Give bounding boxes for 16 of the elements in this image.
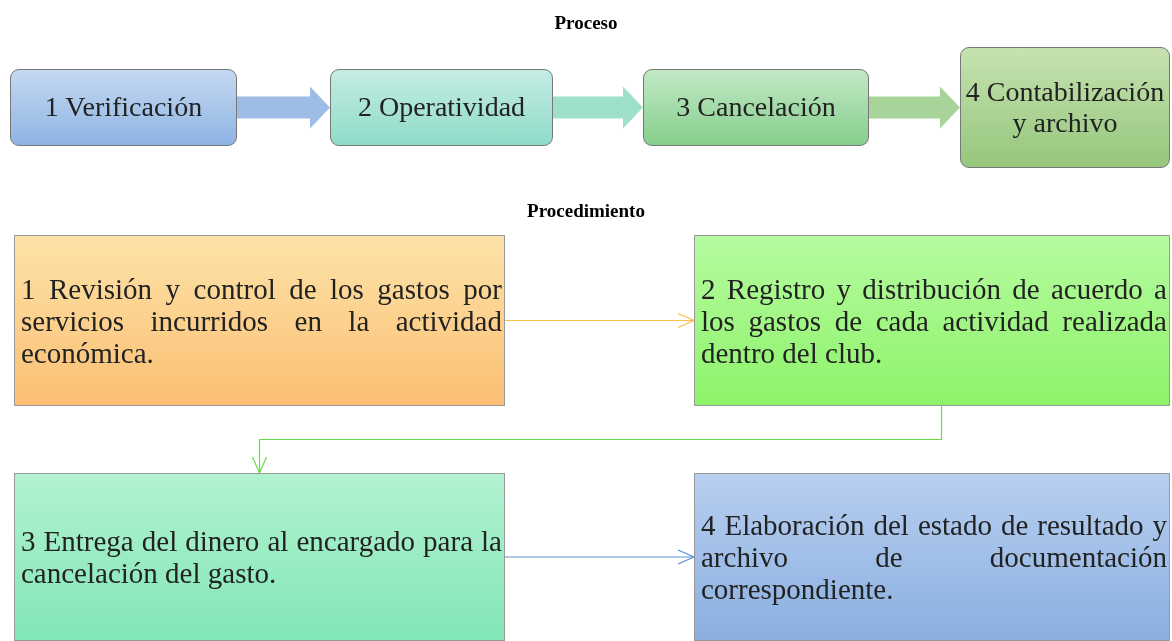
process-box: 3 Cancelación: [643, 69, 869, 146]
arrow: [251, 405, 943, 474]
process-box: 4 Contabilización y archivo: [960, 47, 1170, 168]
step-box: 3 Entrega del dinero al encargado para la cancelación del gasto.: [14, 473, 505, 641]
block-arrow: [553, 86, 643, 129]
step-box: 4 Elaboración del estado de resultado y archivo de documentación correspondiente.: [694, 473, 1170, 641]
block-arrow: [869, 86, 960, 129]
process-box: 1 Verificación: [10, 69, 237, 146]
process-box: 2 Operatividad: [330, 69, 553, 146]
block-arrow: [237, 86, 330, 129]
step-box: 1 Revisión y control de los gastos por servicios incurridos en la actividad económica.: [14, 235, 505, 406]
arrow: [504, 312, 695, 329]
section-heading: Procedimiento: [526, 200, 646, 222]
step-box: 2 Registro y distribución de acuerdo a los gastos de cada actividad realizada dentro del club.: [694, 235, 1170, 406]
heading: Proceso: [553, 12, 619, 34]
arrow: [504, 549, 695, 565]
